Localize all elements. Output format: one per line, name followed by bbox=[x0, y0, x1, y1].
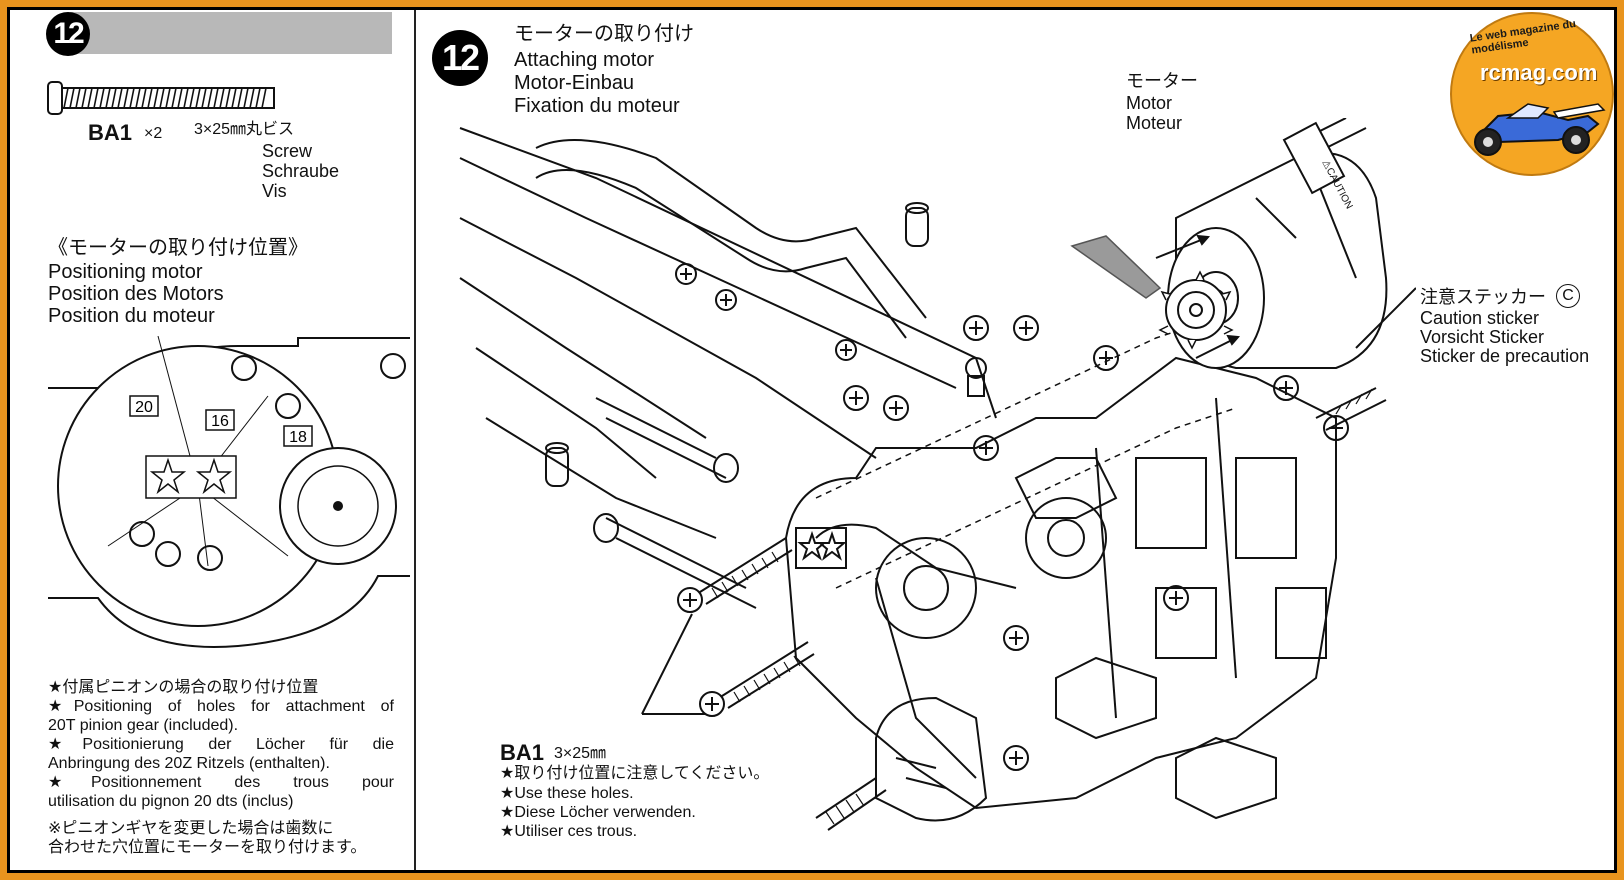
screw-note-en: ★Use these holes. bbox=[500, 785, 634, 802]
gear-label-16: 16 bbox=[211, 413, 229, 430]
part-size-jp: 3×25㎜丸ビス bbox=[194, 121, 295, 138]
logo-brand: rcmag.com bbox=[1480, 60, 1598, 85]
positioning-notes: ★付属ピニオンの場合の取り付け位置 ★Positioning of holes … bbox=[48, 678, 394, 857]
note-en-1: ★Positioning of holes for attachment of bbox=[48, 698, 394, 715]
title-fr: Fixation du moteur bbox=[514, 95, 680, 117]
note-de-2: Anbringung des 20Z Ritzels (enthalten). bbox=[48, 755, 330, 772]
gear-label-20: 20 bbox=[135, 399, 153, 416]
step-number-right: 12 bbox=[441, 37, 480, 78]
panel-divider bbox=[414, 10, 416, 870]
part-name-en: Screw bbox=[262, 141, 313, 161]
screw-illustration bbox=[47, 81, 275, 115]
note-fr-2: utilisation du pignon 20 dts (inclus) bbox=[48, 793, 294, 810]
note-jp-extra-1: ※ピニオンギヤを変更した場合は歯数に bbox=[48, 820, 334, 837]
caution-line-fr: Sticker de precaution bbox=[1420, 346, 1590, 366]
caution-line-de: Vorsicht Sticker bbox=[1420, 327, 1545, 347]
positioning-line-en: Positioning motor bbox=[48, 261, 203, 283]
title-jp: モーターの取り付け bbox=[514, 23, 694, 45]
screw-code: BA1 bbox=[500, 740, 545, 765]
note-de-1: ★Positionierung der Löcher für die bbox=[48, 736, 394, 753]
screw-note-jp: ★取り付け位置に注意してください。 bbox=[500, 765, 770, 782]
note-en-2: 20T pinion gear (included). bbox=[48, 717, 239, 734]
screw-note-de: ★Diese Löcher verwenden. bbox=[500, 804, 696, 821]
motor-label-fr: Moteur bbox=[1126, 113, 1183, 133]
note-jp-extra-2: 合わせた穴位置にモーターを取り付けます。 bbox=[48, 839, 367, 856]
part-quantity: ×2 bbox=[144, 125, 163, 142]
gear-label-18: 18 bbox=[289, 429, 307, 446]
caution-label-jp: 注意ステッカー bbox=[1420, 287, 1546, 307]
part-name-de: Schraube bbox=[262, 161, 340, 181]
positioning-heading-jp: 《モーターの取り付け位置》 bbox=[48, 237, 308, 259]
screw-note-fr: ★Utiliser ces trous. bbox=[500, 823, 638, 840]
step-number-badge-right: 12 bbox=[432, 30, 488, 86]
chassis-assembly-illustration: ⚠CAUTION bbox=[459, 118, 1416, 831]
caution-line-en: Caution sticker bbox=[1420, 308, 1540, 328]
motor-label-jp: モーター bbox=[1126, 71, 1198, 91]
motor-label-en: Motor bbox=[1126, 93, 1173, 113]
note-jp: ★付属ピニオンの場合の取り付け位置 bbox=[48, 679, 319, 696]
caution-marker-c: C bbox=[1556, 284, 1580, 308]
buggy-icon bbox=[1474, 103, 1606, 156]
note-fr-1: ★Positionnement des trous pour bbox=[48, 774, 394, 791]
positioning-line-de: Position des Motors bbox=[48, 283, 224, 305]
motor-position-diagram: 20 16 18 bbox=[48, 336, 410, 654]
title-de: Motor-Einbau bbox=[514, 72, 635, 94]
positioning-line-fr: Position du moteur bbox=[48, 305, 215, 327]
part-name-fr: Vis bbox=[262, 181, 287, 201]
part-code: BA1 bbox=[88, 120, 133, 145]
title-en: Attaching motor bbox=[514, 49, 655, 71]
screw-size: 3×25㎜ bbox=[554, 745, 607, 762]
step-number-badge: 12 bbox=[46, 12, 90, 56]
step-number: 12 bbox=[53, 17, 84, 50]
step-header-bar bbox=[70, 12, 392, 54]
